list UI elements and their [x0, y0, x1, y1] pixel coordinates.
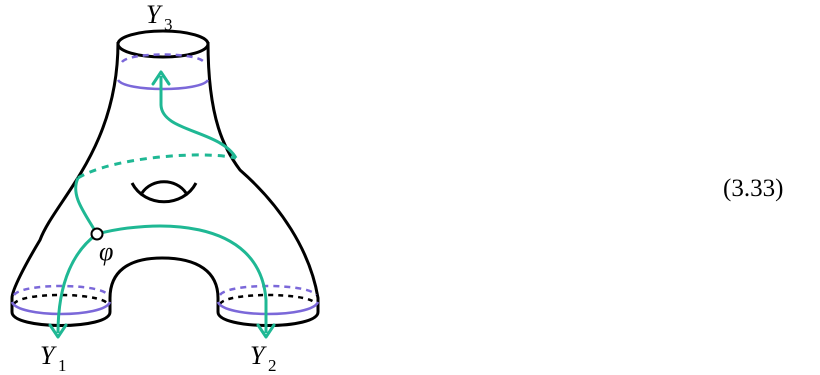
vertex-label: φ	[99, 237, 113, 266]
left-boundary-circle-back	[12, 284, 110, 296]
path-to-left	[56, 232, 98, 334]
top-boundary-label-sub: 3	[164, 15, 173, 34]
arrow-down-right	[256, 323, 276, 339]
top-boundary-label: Y	[146, 0, 163, 29]
top-boundary-circle-back	[121, 53, 205, 64]
right-cylinder-back-arc	[218, 293, 318, 305]
top-boundary-rim	[116, 29, 210, 59]
right-boundary-circle-back	[218, 284, 318, 296]
left-boundary-label: Y	[40, 341, 57, 370]
path-around-handle-back	[77, 153, 237, 180]
left-boundary-circle-front	[10, 301, 112, 316]
right-cylinder-rim	[216, 311, 320, 327]
right-boundary-label: Y	[250, 341, 267, 370]
equation-number: (3.33)	[723, 175, 784, 202]
vertex-node	[90, 227, 104, 241]
path-to-right	[96, 224, 268, 333]
right-boundary-label-sub: 2	[268, 356, 277, 375]
left-cylinder-rim	[10, 311, 112, 327]
surface-outline	[10, 41, 320, 312]
arrow-down-left	[48, 323, 68, 339]
path-left-loop-front	[74, 177, 99, 235]
top-boundary-circle-front	[116, 79, 210, 91]
left-cylinder-back-arc	[12, 293, 110, 305]
path-to-top	[159, 76, 238, 159]
arrow-up-top	[151, 70, 171, 86]
left-boundary-label-sub: 1	[58, 356, 67, 375]
right-boundary-circle-front	[216, 301, 320, 316]
handle-lower-lip	[130, 182, 198, 204]
handle-upper-lip	[140, 180, 188, 194]
